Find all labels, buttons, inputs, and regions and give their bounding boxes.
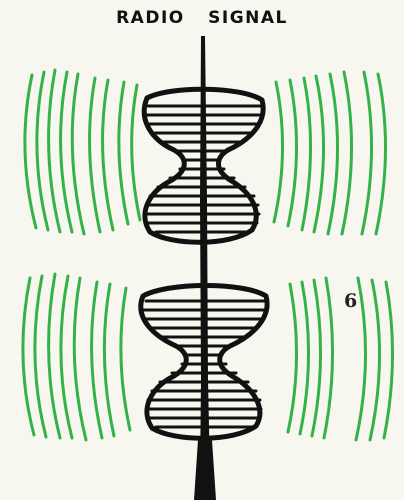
wave-arc — [376, 74, 386, 234]
wave-arc — [49, 70, 60, 232]
wave-arc — [92, 282, 102, 438]
wave-arc — [37, 72, 48, 230]
wave-arc — [362, 72, 372, 234]
wave-arc — [90, 78, 100, 232]
antenna-mast — [200, 36, 210, 474]
wave-arc — [61, 276, 72, 438]
wave-arc — [328, 74, 338, 234]
wave-arc — [384, 282, 393, 438]
antenna-base — [194, 440, 216, 500]
wave-arc — [121, 288, 130, 430]
wave-arc — [119, 82, 128, 224]
wave-arc — [49, 274, 60, 438]
wave-arc — [342, 72, 352, 234]
wave-arc — [302, 78, 311, 230]
wave-arc — [23, 278, 34, 435]
wave-arc — [288, 284, 297, 432]
wave-arc — [35, 276, 46, 437]
wave-arc — [300, 282, 309, 434]
figure-number: 6 — [344, 290, 357, 312]
wave-arc — [104, 284, 114, 436]
wave-arc — [312, 280, 321, 436]
wave-arc — [370, 280, 380, 440]
wave-arc — [288, 80, 297, 226]
wave-arc — [72, 74, 84, 234]
wave-arc — [61, 72, 72, 232]
left-upper-wave-group — [25, 70, 140, 234]
wave-arc — [356, 278, 366, 440]
wave-arc — [25, 75, 36, 228]
wave-arc — [324, 278, 333, 438]
wave-arc — [103, 80, 113, 230]
wave-arc — [132, 85, 140, 220]
right-lower-wave-group — [288, 278, 393, 440]
left-lower-wave-group — [23, 274, 130, 440]
wave-arc — [314, 76, 324, 232]
right-upper-wave-group — [274, 72, 386, 234]
wave-arc — [274, 82, 283, 222]
wave-arc — [74, 278, 86, 440]
